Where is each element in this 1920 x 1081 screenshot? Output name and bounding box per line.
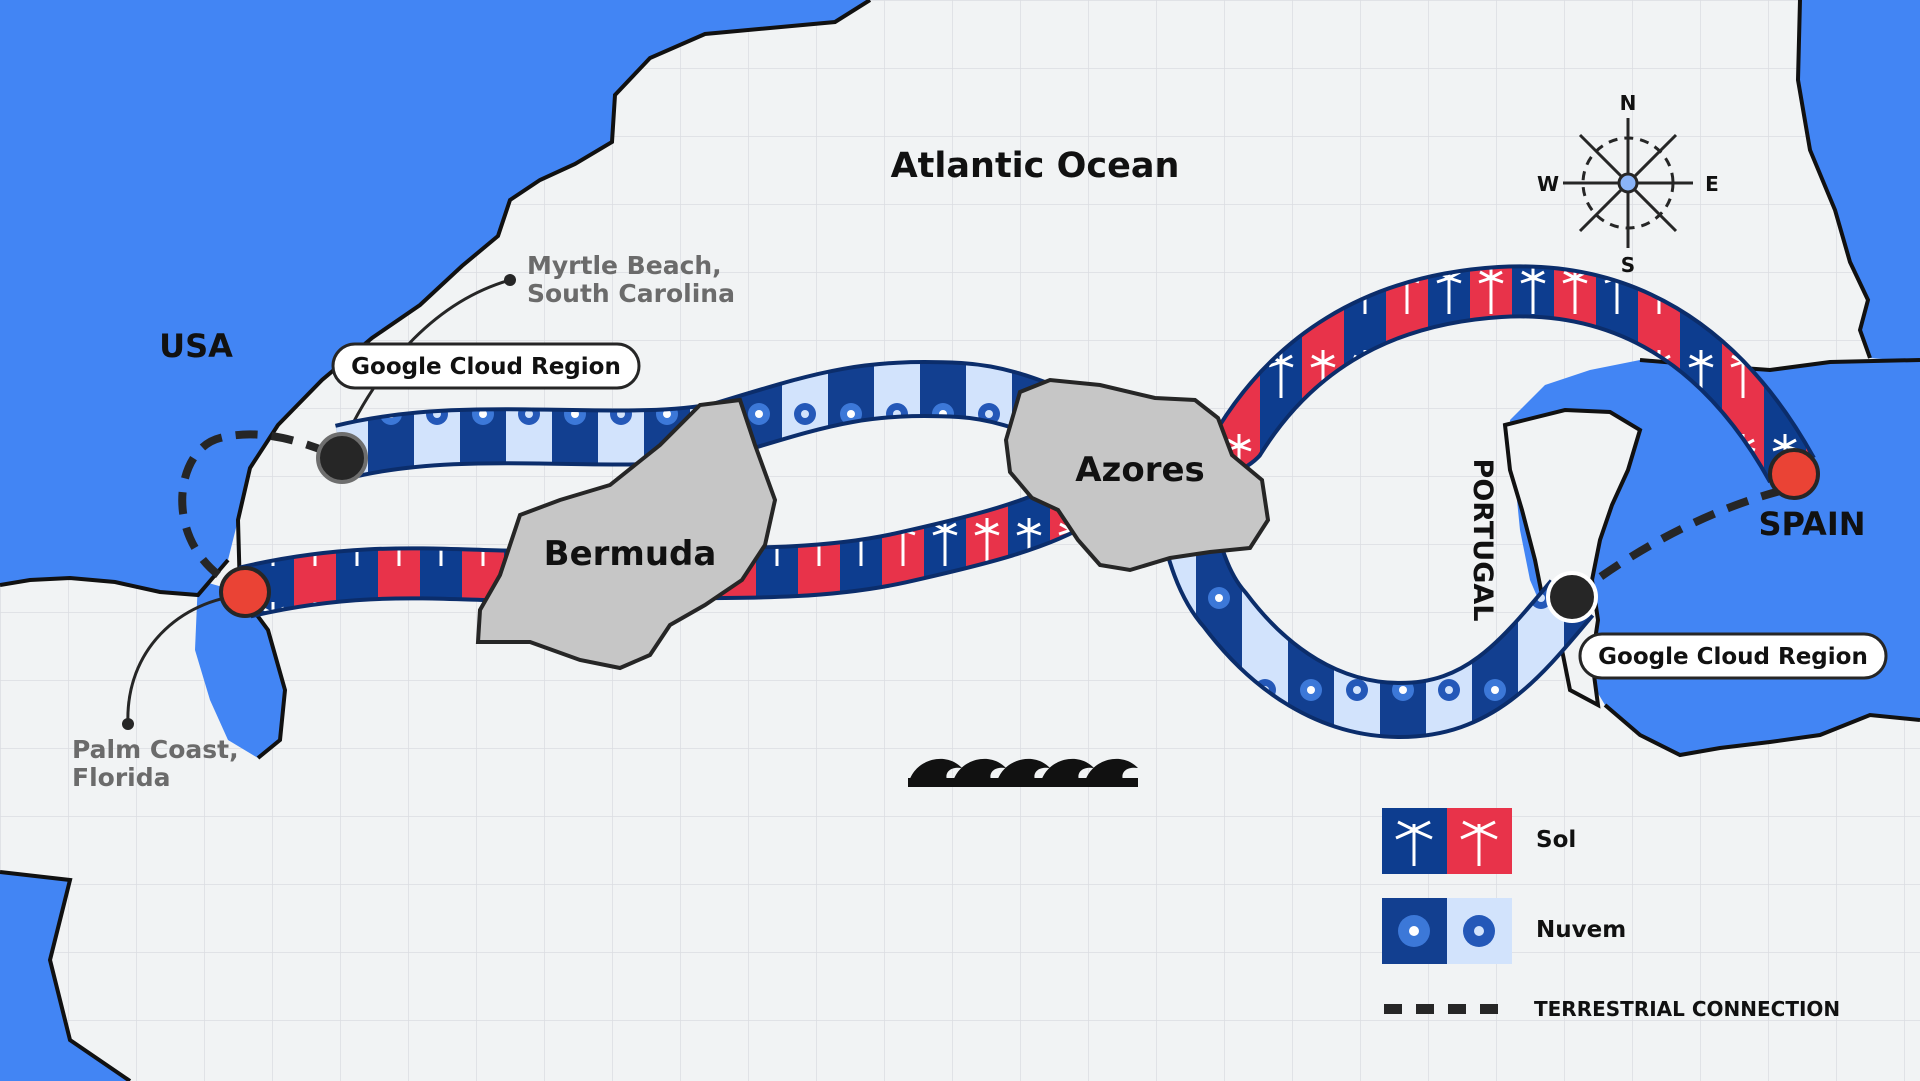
- terrestrial-connection-spain: [1569, 484, 1793, 602]
- compass-icon: [1563, 118, 1693, 248]
- bermuda-island: [475, 397, 778, 671]
- legend: Sol Nuvem TERRESTRIAL CONNECTION: [1382, 808, 1840, 1021]
- sw-coastline: [0, 870, 132, 1081]
- landing-node-palm-coast: [219, 566, 271, 618]
- cloud-region-label-usa: Google Cloud Region: [351, 354, 621, 380]
- compass-south: S: [1621, 253, 1635, 277]
- country-label-usa: USA: [159, 327, 233, 365]
- compass-east: E: [1705, 172, 1719, 196]
- ocean-west: [0, 0, 870, 595]
- myrtle-beach-dot: [504, 274, 516, 286]
- legend-label-terrestrial: TERRESTRIAL CONNECTION: [1534, 997, 1840, 1021]
- ocean-label: Atlantic Ocean: [891, 146, 1180, 186]
- gulf-coastline: [0, 558, 230, 598]
- city-label-palm-coast-1: Palm Coast,: [72, 735, 239, 764]
- legend-label-sol: Sol: [1536, 827, 1576, 853]
- city-label-myrtle-beach-2: South Carolina: [527, 279, 735, 308]
- island-label-azores: Azores: [1075, 450, 1205, 490]
- landing-node-spain: [1768, 448, 1820, 500]
- spain-south-coast: [1603, 703, 1920, 758]
- myrtle-beach-leader: [338, 278, 511, 451]
- compass-west: W: [1537, 172, 1559, 196]
- legend-label-nuvem: Nuvem: [1536, 917, 1626, 943]
- ne-coastline: [1795, 0, 1872, 359]
- cloud-region-label-spain: Google Cloud Region: [1598, 644, 1868, 670]
- azores-island: [1003, 377, 1271, 573]
- cloud-region-node-spain: [1546, 571, 1598, 623]
- ocean-northeast: [1798, 0, 1920, 362]
- cloud-region-pill-usa: [331, 342, 641, 390]
- terrestrial-connection-usa: [178, 430, 344, 596]
- country-label-spain: SPAIN: [1758, 505, 1865, 543]
- city-label-palm-coast-2: Florida: [72, 763, 171, 792]
- cloud-region-node-usa: [316, 432, 368, 484]
- palm-coast-dot: [122, 718, 134, 730]
- compass-north: N: [1620, 91, 1637, 115]
- island-label-bermuda: Bermuda: [544, 534, 717, 574]
- country-label-portugal: PORTUGAL: [1467, 459, 1498, 622]
- cloud-region-pill-spain: [1578, 632, 1888, 680]
- legend-swatch-nuvem: [1382, 898, 1512, 964]
- ocean-southwest: [0, 872, 130, 1081]
- city-label-myrtle-beach-1: Myrtle Beach,: [527, 251, 722, 280]
- legend-swatch-sol: [1382, 808, 1512, 874]
- waves-icon: [908, 758, 1138, 787]
